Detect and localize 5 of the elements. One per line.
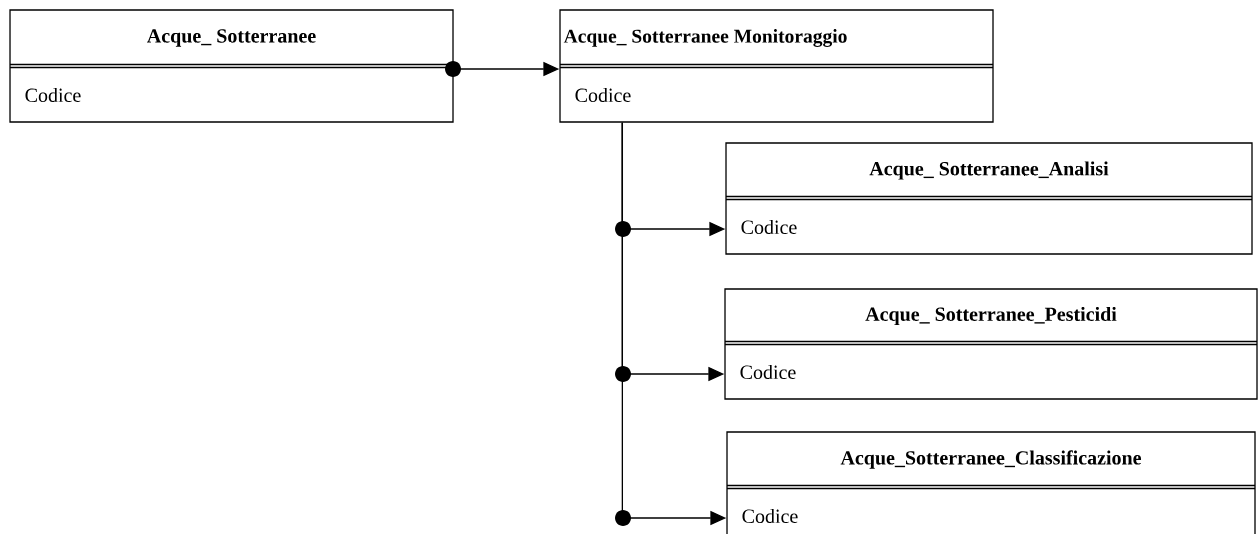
entity-box: Acque_ Sotterranee_Analisi Codice xyxy=(725,142,1253,255)
entity-box: Acque_ Sotterranee_Pesticidi Codice xyxy=(724,288,1258,400)
entity-box: Acque_Sotterranee_Classificazione Codice xyxy=(726,431,1256,534)
entity-box: Acque_ Sotterranee Monitoraggio Codice xyxy=(559,9,994,123)
entity-box: Acque_ Sotterranee Codice xyxy=(9,9,454,123)
